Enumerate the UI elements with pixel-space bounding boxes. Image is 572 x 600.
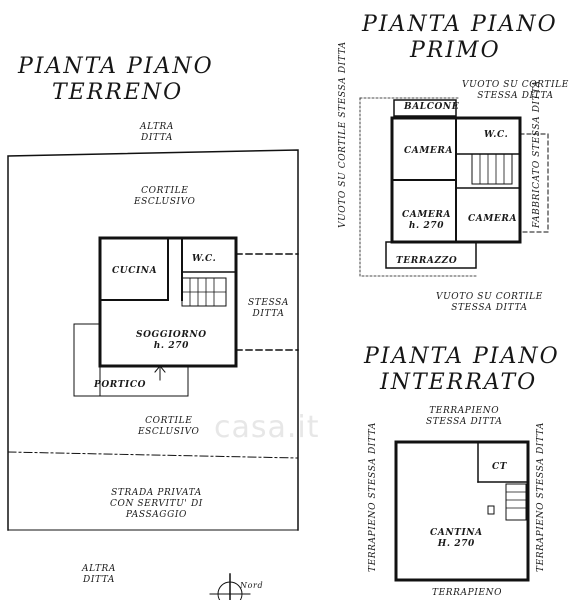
porch-label: PORTICO: [94, 380, 147, 390]
watermark-text: casa.it: [214, 410, 320, 445]
first-wc-label: W.C.: [484, 130, 509, 140]
basement-title-line2: INTERRATO: [380, 370, 538, 395]
bedroom-3-label: CAMERA: [468, 214, 518, 224]
embankment-left-label: TERRAPIENO STESSA DITTA: [368, 422, 378, 572]
ground-wc-label: W.C.: [192, 254, 217, 264]
basement-plan: [394, 440, 530, 582]
ground-floor-title-line1: PIANTA PIANO: [18, 54, 214, 79]
embankment-right-label: TERRAPIENO STESSA DITTA: [536, 422, 546, 572]
private-road-label: STRADA PRIVATA CON SERVITU' DI PASSAGGIO: [110, 488, 203, 520]
balcony-label: BALCONE: [404, 102, 460, 112]
terrace-label: TERRAZZO: [396, 256, 458, 266]
void-left-label: VUOTO SU CORTILE STESSA DITTA: [338, 41, 348, 228]
north-label: Nord: [240, 581, 264, 590]
first-floor-plan: [359, 97, 549, 277]
north-arrow: [209, 573, 251, 600]
first-floor-title-line2: PRIMO: [410, 38, 501, 63]
embankment-bottom-label: TERRAPIENO: [432, 588, 503, 598]
ct-label: CT: [492, 462, 508, 472]
basement-title-line1: PIANTA PIANO: [364, 344, 560, 369]
bedroom-1-label: CAMERA: [404, 146, 454, 156]
first-floor-title-line1: PIANTA PIANO: [362, 12, 558, 37]
building-right-label: FABBRICATO STESSA DITTA: [532, 80, 542, 228]
ground-floor-lot: [7, 149, 299, 531]
kitchen-label: CUCINA: [112, 266, 158, 276]
ground-floor-title-line2: TERRENO: [52, 80, 184, 105]
ground-floor-house: [73, 236, 299, 397]
